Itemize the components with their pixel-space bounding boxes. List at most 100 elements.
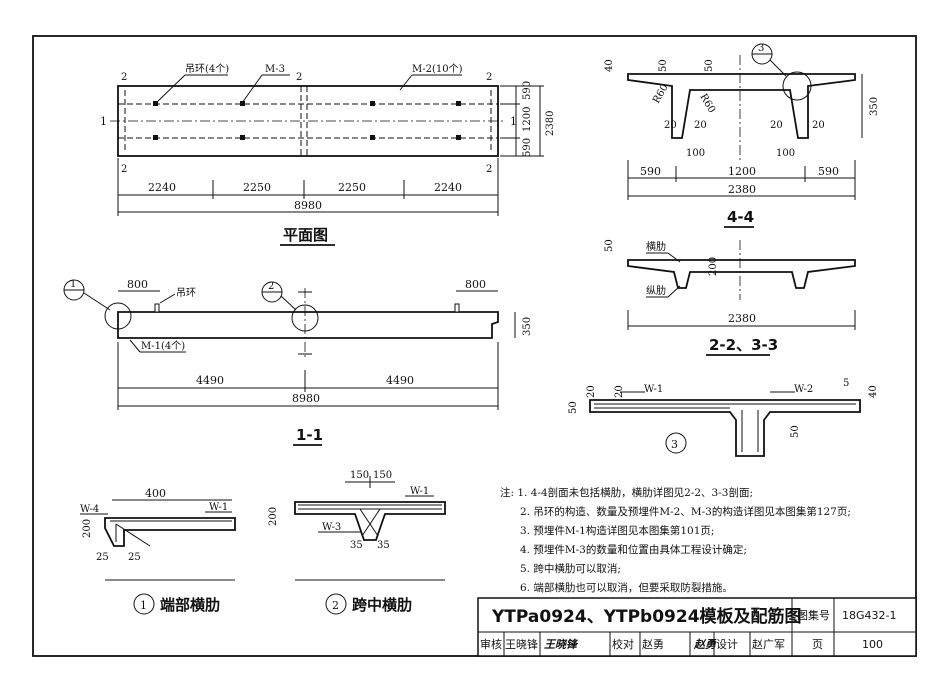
section-22-d50: 50: [604, 239, 615, 252]
section-44-d20b: 20: [694, 120, 707, 131]
section-22-total: 2380: [728, 312, 756, 325]
section-4-4: 3 40 50 50 R60 R60 20 20 20 20 100 100 3…: [604, 43, 880, 228]
plan-rdim-total: 2380: [545, 111, 556, 136]
detail-3-w2: W-2: [794, 384, 813, 395]
detail-2-w3: W-3: [322, 522, 341, 533]
check-label: 校对: [612, 637, 634, 651]
detail-3-w1: W-1: [644, 384, 663, 395]
plan-rdim-1: 590: [522, 81, 533, 100]
detail-1-d25a: 25: [96, 552, 109, 563]
section-44-dim-2: 1200: [728, 165, 756, 178]
page-number: 100: [862, 638, 883, 651]
section-44-dim-1: 590: [640, 165, 661, 178]
section-44-d100b: 100: [776, 148, 795, 159]
section-11-half-a: 4490: [196, 374, 224, 387]
plan-rdim-2: 1200: [522, 107, 533, 132]
section-44-dim-40: 40: [604, 59, 615, 72]
section-22-long-rib: 纵肋: [646, 284, 666, 297]
plan-sec2-top-right: 2: [486, 72, 492, 83]
plan-dim-1: 2240: [148, 181, 176, 194]
plan-sec1-right: 1: [510, 115, 517, 128]
detail-2-d35b: 35: [377, 540, 390, 551]
plan-sec3-top: 2: [296, 72, 302, 83]
title-block: YTPa0924、YTPb0924模板及配筋图 图集号 18G432-1 审核 …: [477, 597, 917, 657]
detail-2-w1: W-1: [410, 486, 429, 497]
section-44-r60b: R60: [697, 92, 717, 115]
designer-name: 赵广军: [752, 637, 785, 651]
note-2: 2. 吊环的构造、数量及预埋件M-2、M-3的构造详图见本图集第127页;: [520, 505, 851, 518]
detail-1-d400: 400: [145, 487, 166, 500]
reviewer-signature: 王晓锋: [544, 638, 579, 651]
section-11-m1-label: M-1(4个): [141, 340, 185, 352]
section-44-d100a: 100: [686, 148, 705, 159]
title-block-title: YTPa0924、YTPb0924模板及配筋图: [491, 606, 802, 627]
plan-m2-label: M-2(10个): [412, 63, 463, 75]
section-44-marker-3: 3: [758, 43, 764, 54]
page-label: 页: [812, 638, 823, 651]
detail-2-d35a: 35: [350, 540, 363, 551]
atlas-label: 图集号: [797, 608, 830, 622]
detail-3-outline: [589, 399, 861, 457]
section-44-d20c: 20: [770, 120, 783, 131]
section-11-marker-2: 2: [268, 281, 274, 292]
section-11-lifting-ring: 吊环: [176, 287, 196, 299]
detail-1-outline: [104, 517, 236, 547]
section-22-h200: 200: [708, 257, 719, 276]
design-label: 设计: [716, 638, 738, 651]
reviewer-name: 王晓锋: [505, 638, 538, 651]
section-1-1: 1 2 800 800 吊环 M-1(4个) 350 4490 4490 898…: [63, 278, 533, 446]
checker-name: 赵勇: [642, 637, 664, 651]
detail-1-num: 1: [140, 599, 147, 612]
section-11-dim-800a: 800: [127, 278, 148, 291]
section-11-title: 1-1: [296, 426, 323, 444]
plan-m3-label: M-3: [265, 64, 285, 75]
section-44-outline: [627, 73, 856, 139]
section-11-height: 350: [522, 317, 533, 336]
detail-3: W-1 W-2 20 20 50 50 5 40 3: [568, 378, 879, 457]
sheet-frame: [32, 35, 917, 657]
section-22-cross-rib: 横肋: [646, 240, 666, 253]
plan-dim-total: 8980: [294, 199, 322, 212]
detail-3-d50b: 50: [790, 425, 801, 438]
section-11-half-b: 4490: [386, 374, 414, 387]
section-44-d20a: 20: [664, 120, 677, 131]
plan-rdim-3: 590: [522, 138, 533, 157]
detail-2-caption: 跨中横肋: [352, 596, 412, 614]
section-44-dim-3: 590: [818, 165, 839, 178]
detail-2-d200: 200: [268, 507, 279, 526]
note-3: 3. 预埋件M-1构造详图见本图集第101页;: [520, 524, 714, 537]
section-44-title: 4-4: [727, 208, 754, 226]
section-22-outline: [627, 259, 856, 289]
detail-2-num: 2: [332, 599, 339, 612]
note-4: 4. 预埋件M-3的数量和位置由具体工程设计确定;: [520, 543, 747, 556]
note-6: 6. 端部横肋也可以取消，但要采取防裂措施。: [520, 581, 733, 594]
detail-3-d40: 40: [868, 385, 879, 398]
detail-1-d25b: 25: [128, 552, 141, 563]
plan-view: 2 2 2 2 2 1 1 吊环(4个) M-3 M-2(10个) 2240 2…: [100, 63, 556, 246]
detail-2-outline: [294, 501, 446, 541]
detail-3-label: 3: [671, 438, 678, 451]
plan-dim-2: 2250: [243, 181, 271, 194]
detail-1-d200: 200: [82, 519, 93, 538]
section-22-title: 2-2、3-3: [709, 336, 778, 354]
detail-1-caption: 端部横肋: [160, 596, 220, 614]
section-44-dim-50a: 50: [658, 59, 669, 72]
detail-1-w4: W-4: [80, 504, 99, 515]
detail-1-w1: W-1: [209, 502, 228, 513]
section-11-total: 8980: [292, 392, 320, 405]
section-44-dim-50b: 50: [704, 59, 715, 72]
detail-2-d150a: 150: [350, 470, 369, 481]
note-1: 注: 1. 4-4剖面未包括横肋，横肋详图见2-2、3-3剖面;: [500, 486, 753, 499]
section-44-total: 2380: [728, 183, 756, 196]
note-5: 5. 跨中横肋可以取消;: [520, 562, 621, 575]
section-11-marker-1: 1: [70, 279, 76, 290]
checker-signature: 赵勇: [693, 638, 717, 651]
section-11-outline: [117, 311, 499, 339]
detail-3-d20a: 20: [586, 385, 597, 398]
detail-1: 400 W-4 W-1 200 25 25 1 端部横肋: [80, 487, 236, 615]
detail-2-d150b: 150: [373, 470, 392, 481]
plan-dim-3: 2250: [338, 181, 366, 194]
detail-3-d50: 50: [568, 401, 579, 414]
section-44-d20d: 20: [812, 120, 825, 131]
